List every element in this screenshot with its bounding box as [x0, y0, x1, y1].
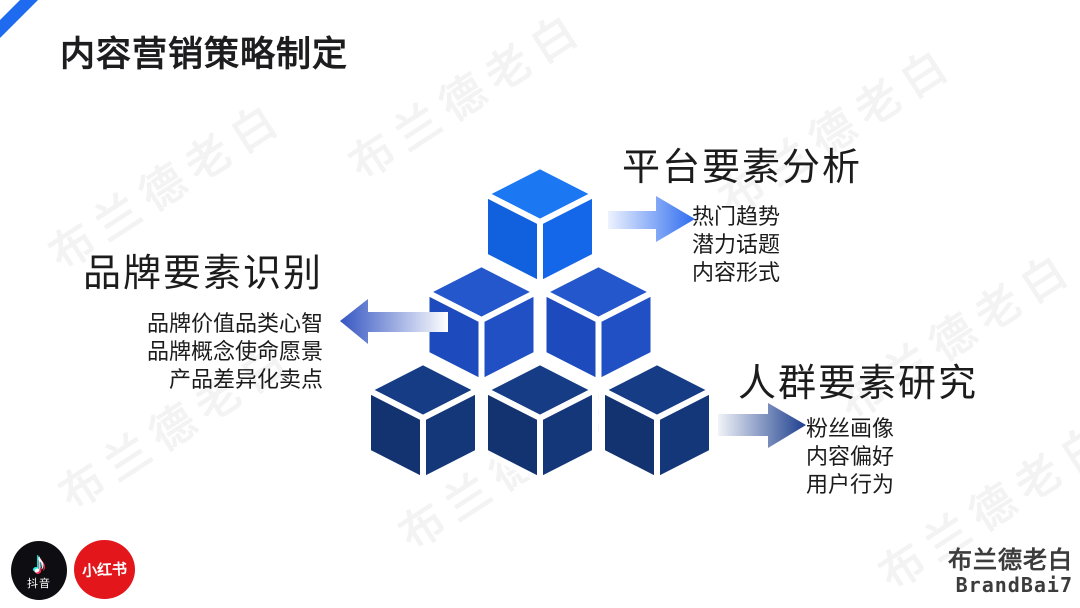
section-audience-title: 人群要素研究	[738, 363, 979, 405]
platform-arrow-icon	[608, 196, 695, 242]
xiaohongshu-logo: 小红书	[74, 540, 135, 599]
list-item: 品牌价值品类心智	[146, 311, 323, 336]
footer-brand-cn: 布兰德老白	[948, 547, 1073, 574]
pyramid-cube-right-face	[654, 387, 715, 483]
section-audience: 人群要素研究 粉丝画像 内容偏好 用户行为	[738, 362, 979, 497]
pyramid-cube-right-face	[595, 289, 657, 385]
footer-brand: 布兰德老白 BrandBai7	[948, 547, 1073, 597]
list-item: 产品差异化卖点	[168, 367, 323, 392]
xiaohongshu-logo-label: 小红书	[81, 560, 128, 581]
section-brand: 品牌要素识别 品牌价值品类心智 品牌概念使命愿景 产品差异化卖点	[0, 252, 323, 394]
pyramid-cube-right-face	[478, 289, 540, 385]
footer-brand-en: BrandBai7	[955, 573, 1073, 597]
brand-arrow-icon	[340, 299, 448, 344]
page-title: 内容营销策略制定	[60, 35, 349, 74]
section-platform-title: 平台要素分析	[622, 147, 863, 189]
audience-arrow-icon	[718, 403, 806, 448]
pyramid-cube-right-face	[420, 387, 481, 483]
section-brand-title: 品牌要素识别	[82, 253, 323, 295]
list-item: 用户行为	[806, 472, 895, 497]
corner-ribbon	[0, 0, 38, 38]
section-platform: 平台要素分析 热门趋势 潜力话题 内容形式	[622, 146, 863, 285]
section-audience-list: 粉丝画像 内容偏好 用户行为	[806, 415, 894, 499]
list-item: 热门趋势	[692, 204, 781, 229]
douyin-logo-label: 抖音	[27, 578, 51, 590]
douyin-logo: ♪ 抖音	[11, 541, 67, 600]
list-item: 潜力话题	[692, 232, 781, 257]
section-platform-list: 热门趋势 潜力话题 内容形式	[692, 203, 780, 287]
section-brand-list: 品牌价值品类心智 品牌概念使命愿景 产品差异化卖点	[0, 310, 323, 394]
list-item: 内容形式	[692, 260, 781, 285]
list-item: 内容偏好	[806, 444, 895, 469]
pyramid-cube-right-face	[537, 191, 598, 287]
list-item: 粉丝画像	[806, 416, 895, 441]
cube-pyramid	[365, 163, 715, 483]
list-item: 品牌概念使命愿景	[146, 339, 323, 364]
pyramid-cube-right-face	[537, 387, 598, 483]
music-note-icon: ♪	[31, 548, 47, 580]
